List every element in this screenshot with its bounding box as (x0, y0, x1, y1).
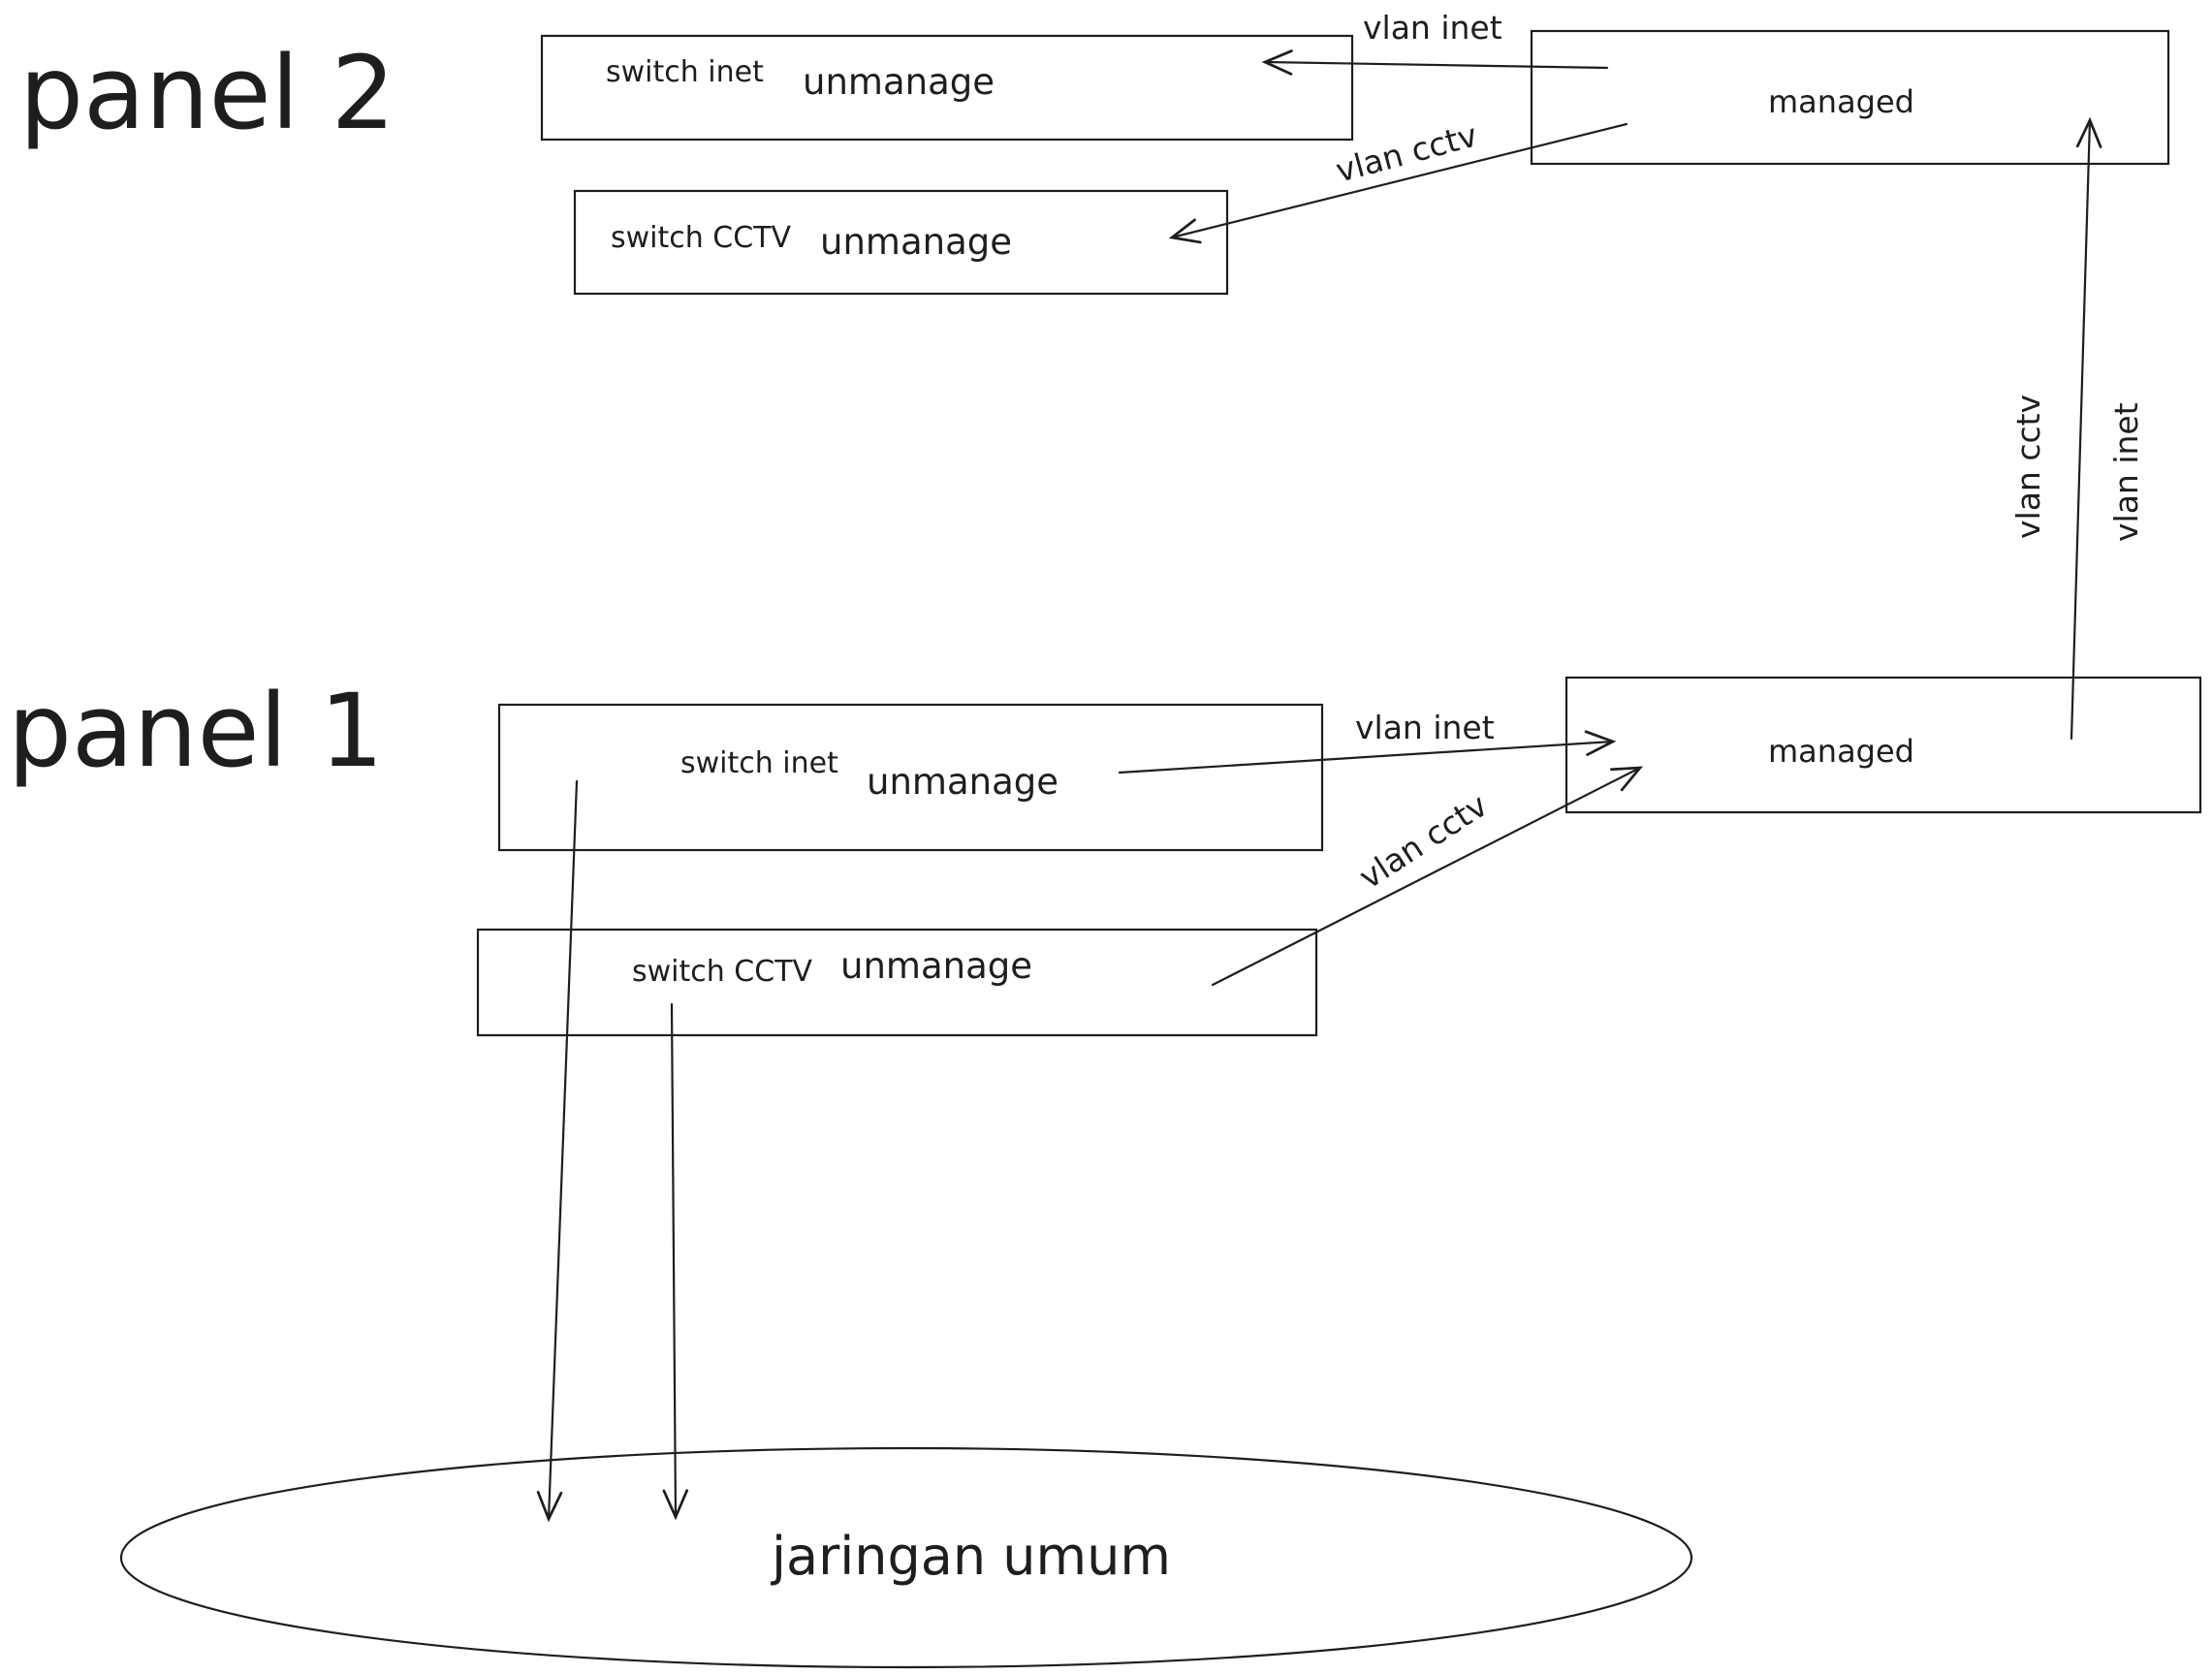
panel-2-vlan-inet-arrow (1261, 49, 1609, 76)
panel-1-switch-inet-box (497, 703, 1324, 852)
inet-drop-arrow (536, 779, 579, 1523)
panel-1-switch-cctv[interactable]: switch CCTV unmanage (476, 928, 1318, 1037)
panel-1-switch-inet-name: switch inet (680, 746, 838, 780)
panel-1-switch-cctv-name: switch CCTV (632, 955, 813, 989)
panel-2-vlan-cctv-arrow (1168, 122, 1628, 244)
panel-2-title: panel 2 (19, 34, 395, 152)
panel-1-vlan-inet-arrow (1118, 730, 1617, 774)
panel-2-switch-inet-name: switch inet (606, 55, 764, 89)
panel-1-switch-cctv-type: unmanage (840, 945, 1032, 987)
panel-2-switch-cctv[interactable]: switch CCTV unmanage (573, 189, 1229, 296)
cctv-drop-arrow (662, 1002, 689, 1521)
panel-1-switch-cctv-box (476, 928, 1318, 1037)
panel-2-managed-switch[interactable]: managed (1530, 29, 2170, 166)
public-network[interactable]: jaringan umum (119, 1446, 1693, 1669)
uplink-arrow (2070, 116, 2102, 741)
panel-2-switch-cctv-name: switch CCTV (611, 221, 792, 255)
uplink-vlan-inet-label: vlan inet (2107, 402, 2145, 542)
uplink-vlan-cctv-label: vlan cctv (2009, 395, 2047, 539)
panel-1-managed-label: managed (1768, 733, 1914, 770)
panel-2-switch-inet-type: unmanage (803, 61, 995, 103)
panel-1-switch-inet-type: unmanage (867, 761, 1059, 803)
public-network-ellipse (119, 1446, 1693, 1669)
panel-1-vlan-cctv-label: vlan cctv (1352, 786, 1494, 897)
panel-1-title: panel 1 (8, 672, 384, 790)
panel-2-switch-cctv-type: unmanage (820, 221, 1012, 263)
panel-2-managed-label: managed (1768, 83, 1914, 120)
panel-1-managed-switch[interactable]: managed (1564, 676, 2202, 814)
panel-1-vlan-inet-label: vlan inet (1355, 709, 1495, 746)
panel-1-vlan-cctv-arrow (1211, 766, 1644, 987)
panel-1-switch-inet[interactable]: switch inet unmanage (497, 703, 1324, 852)
panel-2-managed-box (1530, 29, 2170, 166)
panel-2-switch-inet[interactable]: switch inet unmanage (540, 34, 1354, 142)
panel-2-switch-inet-box (540, 34, 1354, 142)
panel-2-switch-cctv-box (573, 189, 1229, 296)
panel-2-vlan-inet-label: vlan inet (1363, 9, 1502, 47)
public-network-label: jaringan umum (771, 1526, 1171, 1587)
